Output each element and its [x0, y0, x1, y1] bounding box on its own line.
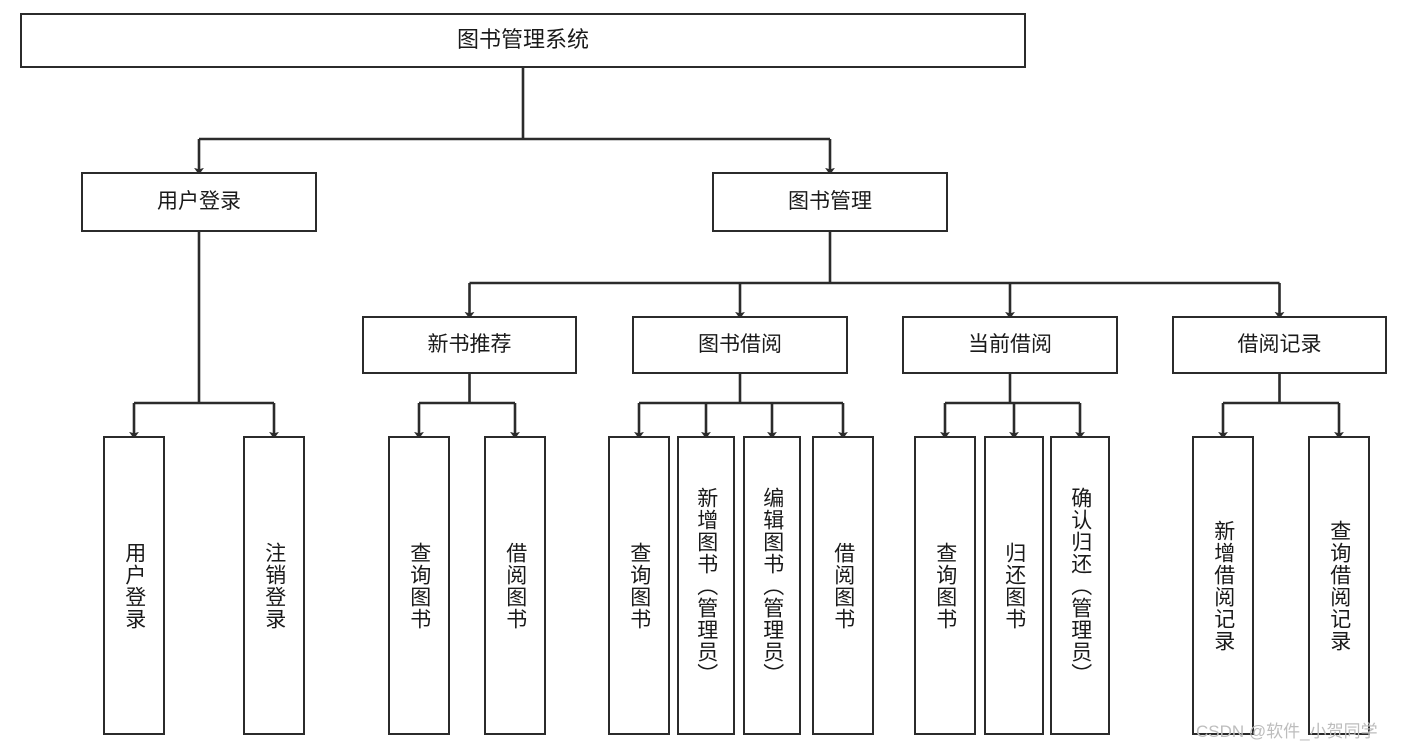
node-new-book-recommend[interactable]: 新书推荐 [362, 316, 577, 374]
node-leaf-return-book-label: 归还图书 [1002, 541, 1026, 630]
node-leaf-query-book-1-label: 查询图书 [407, 541, 431, 630]
node-new-book-recommend-label: 新书推荐 [427, 333, 512, 357]
node-leaf-confirm-return-label: 确认归还（管理员） [1068, 486, 1092, 685]
node-leaf-edit-book[interactable]: 编辑图书（管理员） [743, 436, 801, 735]
node-leaf-edit-book-label: 编辑图书（管理员） [760, 486, 784, 685]
node-borrow-record-label: 借阅记录 [1237, 333, 1322, 357]
node-root-system[interactable]: 图书管理系统 [20, 13, 1026, 68]
node-leaf-query-record-label: 查询借阅记录 [1327, 519, 1351, 652]
node-book-manage-label: 图书管理 [788, 190, 872, 214]
node-leaf-add-record-label: 新增借阅记录 [1211, 519, 1235, 652]
node-leaf-confirm-return[interactable]: 确认归还（管理员） [1050, 436, 1110, 735]
node-leaf-user-login-label: 用户登录 [122, 541, 146, 630]
node-leaf-query-book-1[interactable]: 查询图书 [388, 436, 450, 735]
node-leaf-add-book-label: 新增图书（管理员） [694, 486, 718, 685]
node-book-manage[interactable]: 图书管理 [712, 172, 948, 232]
node-user-login[interactable]: 用户登录 [81, 172, 317, 232]
node-leaf-query-book-3-label: 查询图书 [933, 541, 957, 630]
node-leaf-borrow-book-2[interactable]: 借阅图书 [812, 436, 874, 735]
node-book-borrow[interactable]: 图书借阅 [632, 316, 848, 374]
node-leaf-user-login[interactable]: 用户登录 [103, 436, 165, 735]
node-leaf-add-book[interactable]: 新增图书（管理员） [677, 436, 735, 735]
node-leaf-user-logout-label: 注销登录 [262, 541, 286, 630]
node-borrow-record[interactable]: 借阅记录 [1172, 316, 1387, 374]
node-leaf-query-book-2-label: 查询图书 [627, 541, 651, 630]
edge-group [129, 68, 1344, 439]
node-leaf-add-record[interactable]: 新增借阅记录 [1192, 436, 1254, 735]
node-user-login-label: 用户登录 [157, 190, 241, 214]
node-leaf-query-book-3[interactable]: 查询图书 [914, 436, 976, 735]
node-leaf-query-record[interactable]: 查询借阅记录 [1308, 436, 1370, 735]
node-leaf-borrow-book-2-label: 借阅图书 [831, 541, 855, 630]
node-root-system-label: 图书管理系统 [456, 27, 589, 53]
node-current-borrow-label: 当前借阅 [968, 333, 1052, 357]
node-current-borrow[interactable]: 当前借阅 [902, 316, 1118, 374]
node-leaf-query-book-2[interactable]: 查询图书 [608, 436, 670, 735]
node-leaf-return-book[interactable]: 归还图书 [984, 436, 1044, 735]
node-book-borrow-label: 图书借阅 [698, 333, 782, 357]
node-leaf-borrow-book-1-label: 借阅图书 [503, 541, 527, 630]
node-leaf-user-logout[interactable]: 注销登录 [243, 436, 305, 735]
node-leaf-borrow-book-1[interactable]: 借阅图书 [484, 436, 546, 735]
